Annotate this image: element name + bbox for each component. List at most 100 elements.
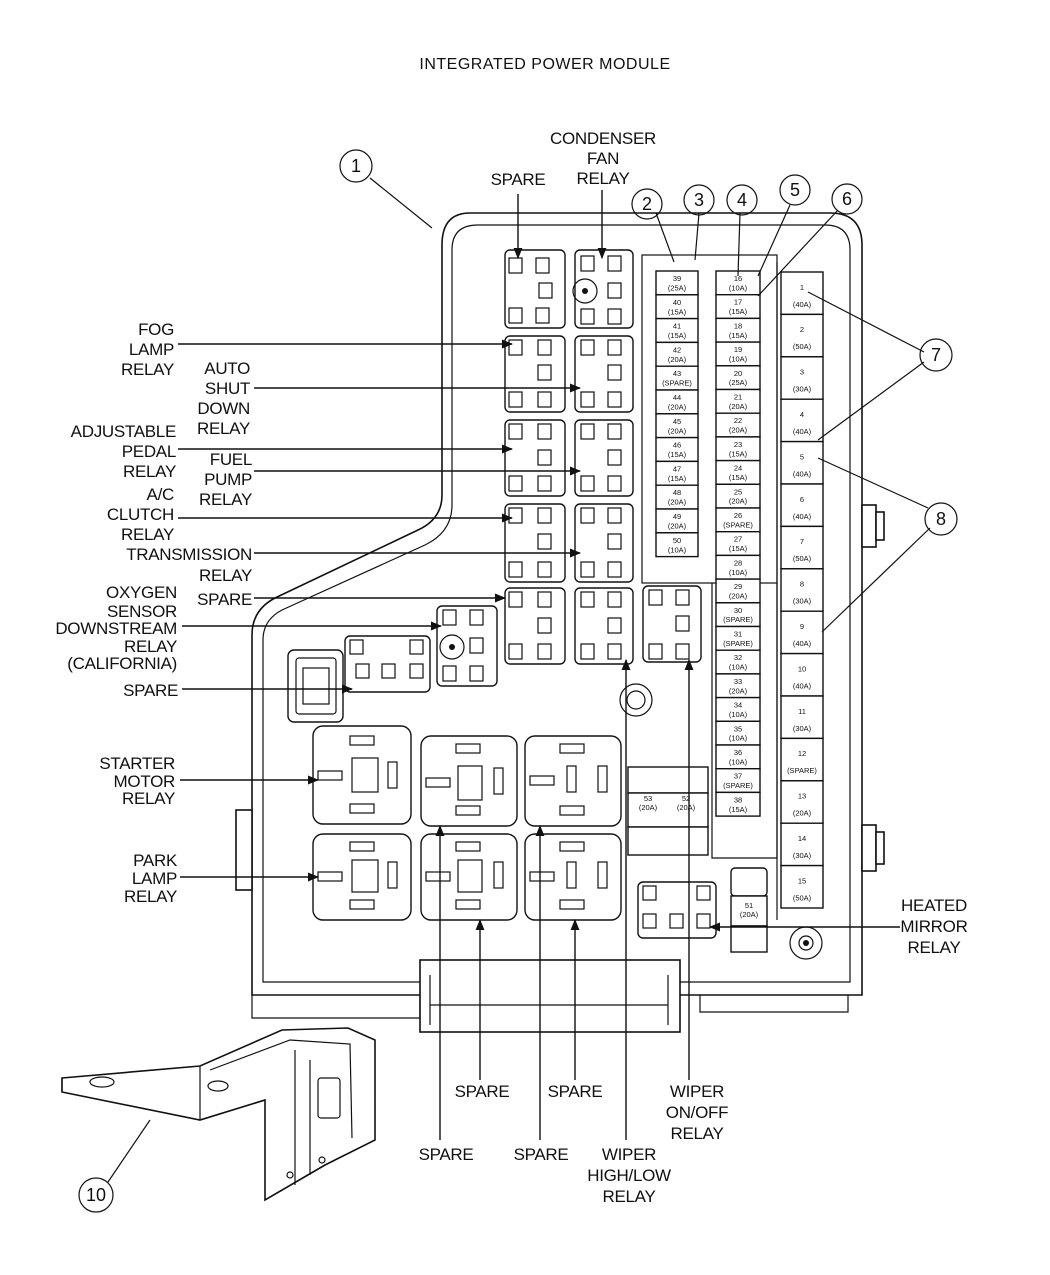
fuse-20: 20(25A) xyxy=(715,365,761,391)
fuse-rating: (10A) xyxy=(729,757,748,766)
fuse-number: 46 xyxy=(673,441,681,450)
svg-text:SPARE: SPARE xyxy=(491,170,546,189)
svg-text:RELAY: RELAY xyxy=(671,1124,724,1143)
fuse-24: 24(15A) xyxy=(715,459,761,486)
fuse-number: 35 xyxy=(734,724,742,733)
fuse-rating: (40A) xyxy=(793,427,812,436)
svg-text:RELAY: RELAY xyxy=(124,887,177,906)
callout-2: 2 xyxy=(631,188,663,220)
fuse-number: 12 xyxy=(798,749,806,758)
relay-spare-left xyxy=(344,635,431,693)
fuse-number: 43 xyxy=(673,369,681,378)
svg-text:PEDAL: PEDAL xyxy=(122,442,176,461)
fuse-51-number: 51 xyxy=(745,901,753,910)
mounting-bracket xyxy=(61,1027,376,1202)
svg-text:WIPER: WIPER xyxy=(602,1145,656,1164)
label-heated-mirror-relay: HEATED MIRROR RELAY xyxy=(900,896,967,957)
svg-text:WIPER: WIPER xyxy=(670,1082,724,1101)
svg-text:DOWNSTREAM: DOWNSTREAM xyxy=(55,619,177,638)
fuse-rating: (15A) xyxy=(729,449,748,458)
fuse-46: 46(15A) xyxy=(655,436,699,463)
fuse-rating: (SPARE) xyxy=(723,615,753,624)
fuse-number: 8 xyxy=(800,580,804,589)
fuse-number: 38 xyxy=(734,795,742,804)
svg-text:MIRROR: MIRROR xyxy=(900,917,967,936)
svg-text:4: 4 xyxy=(737,190,747,210)
relay-wiper-on-off xyxy=(642,585,702,663)
relay-spare-large-4 xyxy=(524,833,622,921)
svg-text:LAMP: LAMP xyxy=(132,869,177,888)
diagram-title: INTEGRATED POWER MODULE xyxy=(419,56,670,73)
svg-text:LAMP: LAMP xyxy=(129,340,174,359)
svg-text:SHUT: SHUT xyxy=(205,379,250,398)
fuse-41: 41(15A) xyxy=(655,317,699,344)
fuse-number: 19 xyxy=(734,345,742,354)
fuse-number: 9 xyxy=(800,622,804,631)
fuse-number: 21 xyxy=(734,392,742,401)
fuse-rating: (15A) xyxy=(668,331,687,340)
fuse-number: 17 xyxy=(734,298,742,307)
svg-text:SENSOR: SENSOR xyxy=(107,602,177,621)
fuse-rating: (40A) xyxy=(793,681,812,690)
label-spare-b2: SPARE xyxy=(455,1082,510,1101)
svg-text:2: 2 xyxy=(642,194,652,214)
fuse-rating: (SPARE) xyxy=(787,766,817,775)
label-fuel-pump-relay: FUEL PUMP RELAY xyxy=(199,450,252,509)
callout-7: 7 xyxy=(919,338,953,372)
label-spare-top: SPARE xyxy=(491,170,546,189)
fuse-number: 3 xyxy=(800,368,804,377)
fuse-rating: (20A) xyxy=(668,355,687,364)
fuse-13: 13(20A) xyxy=(780,780,824,824)
fuse-rating: (15A) xyxy=(729,331,748,340)
fuse-45: 45(20A) xyxy=(655,413,699,439)
fuse-rating: (10A) xyxy=(668,545,687,554)
svg-text:ADJUSTABLE: ADJUSTABLE xyxy=(71,422,176,441)
relay-adjustable-pedal xyxy=(504,419,566,497)
svg-text:6: 6 xyxy=(842,189,852,209)
fuse-17: 17(15A) xyxy=(715,294,761,320)
fuse-rating: (40A) xyxy=(793,512,812,521)
fuse-52-number: 52 xyxy=(682,794,690,803)
fuse-8: 8(30A) xyxy=(780,568,824,612)
fuse-rating: (10A) xyxy=(729,734,748,743)
fuse-rating: (20A) xyxy=(729,402,748,411)
svg-text:RELAY: RELAY xyxy=(124,637,177,656)
label-adjustable-pedal-relay: ADJUSTABLE PEDAL RELAY xyxy=(71,422,177,481)
fuse-53-rating: (20A) xyxy=(639,803,658,812)
fuse-number: 16 xyxy=(734,274,742,283)
label-auto-shut-down-relay: AUTO SHUT DOWN RELAY xyxy=(197,359,250,438)
fuse-number: 37 xyxy=(734,772,742,781)
fuse-number: 5 xyxy=(800,452,804,461)
fuse-rating: (20A) xyxy=(668,522,687,531)
callout-4: 4 xyxy=(726,184,758,216)
svg-text:FAN: FAN xyxy=(587,149,619,168)
label-oxygen-sensor-relay: OXYGEN SENSOR DOWNSTREAM RELAY (CALIFORN… xyxy=(55,583,177,673)
fuse-rating: (15A) xyxy=(668,307,687,316)
fuse-column-a: 39(25A)40(15A)41(15A)42(20A)43(SPARE)44(… xyxy=(655,270,699,558)
spare-connector xyxy=(287,649,344,723)
fuse-25: 25(20A) xyxy=(715,483,761,509)
relay-oxygen-sensor xyxy=(436,605,498,687)
fuse-rating: (50A) xyxy=(793,554,812,563)
fuse-14: 14(30A) xyxy=(780,822,824,867)
fuse-rating: (20A) xyxy=(668,403,687,412)
svg-text:8: 8 xyxy=(936,509,946,529)
svg-text:CLUTCH: CLUTCH xyxy=(107,505,174,524)
svg-text:RELAY: RELAY xyxy=(603,1187,656,1206)
fuse-rating: (50A) xyxy=(793,342,812,351)
fuse-43: 43(SPARE) xyxy=(655,365,699,391)
relay-fuel-pump xyxy=(574,419,634,497)
svg-text:FOG: FOG xyxy=(138,320,174,339)
callout-10: 10 xyxy=(78,1177,114,1213)
fuse-27: 27(15A) xyxy=(715,531,761,557)
fuse-rating: (10A) xyxy=(729,710,748,719)
fuse-rating: (10A) xyxy=(729,283,748,292)
label-spare-b1: SPARE xyxy=(419,1145,474,1164)
fuse-6: 6(40A) xyxy=(780,483,824,528)
fuse-34: 34(10A) xyxy=(715,696,761,722)
svg-text:PUMP: PUMP xyxy=(204,470,252,489)
svg-text:5: 5 xyxy=(790,180,800,200)
fuse-19: 19(10A) xyxy=(715,341,761,367)
fuse-35: 35(10A) xyxy=(715,720,761,746)
svg-text:RELAY: RELAY xyxy=(121,360,174,379)
